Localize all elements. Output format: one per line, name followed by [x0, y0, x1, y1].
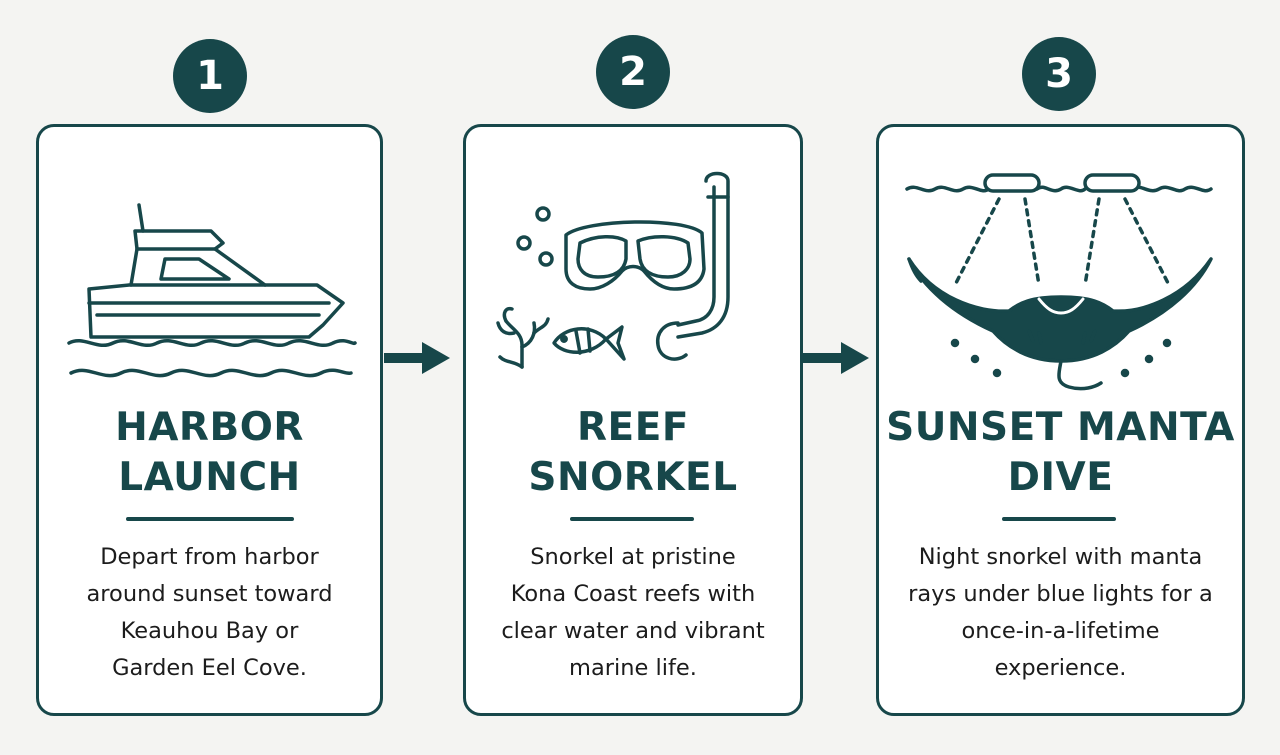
motor-boat-icon	[67, 203, 357, 378]
step-3-card: SUNSET MANTA DIVE Night snorkel with man…	[876, 124, 1245, 716]
step-2-desc-line-3: clear water and vibrant	[501, 618, 765, 644]
step-2-divider	[570, 517, 694, 521]
manta-ray-icon	[905, 173, 1213, 391]
step-1-desc-line-3: Keauhou Bay or	[120, 618, 299, 644]
step-1-title-line-1: HARBOR	[115, 405, 304, 450]
step-3-divider	[1002, 517, 1116, 521]
step-3-title-line-2: DIVE	[1007, 455, 1114, 500]
step-3-desc-line-1: Night snorkel with manta	[918, 544, 1203, 570]
step-3-title-line-1: SUNSET MANTA	[886, 405, 1235, 450]
step-2-desc-line-2: Kona Coast reefs with	[510, 581, 756, 607]
snorkel-mask-icon	[496, 171, 730, 369]
step-1-card: HARBOR LAUNCH Depart from harbor around …	[36, 124, 383, 716]
step-1-description: Depart from harbor around sunset toward …	[53, 539, 366, 687]
step-2-title-line-2: SNORKEL	[528, 455, 738, 500]
step-2-title: REEF SNORKEL	[466, 403, 800, 503]
step-1-title-line-2: LAUNCH	[118, 455, 301, 500]
step-2-desc-line-1: Snorkel at pristine	[530, 544, 736, 570]
step-3-desc-line-3: once-in-a-lifetime	[961, 618, 1160, 644]
step-1-title: HARBOR LAUNCH	[39, 403, 380, 503]
step-1-badge: 1	[173, 39, 247, 113]
step-3-desc-line-4: experience.	[994, 655, 1127, 681]
step-1-icon-area	[39, 147, 380, 397]
step-1-desc-line-4: Garden Eel Cove.	[112, 655, 307, 681]
step-2-badge: 2	[596, 35, 670, 109]
arrow-right-icon	[384, 342, 450, 374]
step-3-title: SUNSET MANTA DIVE	[879, 403, 1242, 503]
step-1-desc-line-1: Depart from harbor	[100, 544, 319, 570]
step-3-icon-area	[879, 147, 1242, 397]
step-3-desc-line-2: rays under blue lights for a	[908, 581, 1213, 607]
step-2-description: Snorkel at pristine Kona Coast reefs wit…	[480, 539, 786, 687]
step-2-card: REEF SNORKEL Snorkel at pristine Kona Co…	[463, 124, 803, 716]
step-1-desc-line-2: around sunset toward	[86, 581, 333, 607]
step-2-title-line-1: REEF	[577, 405, 689, 450]
step-1-divider	[126, 517, 294, 521]
arrow-right-icon	[803, 342, 869, 374]
step-3-description: Night snorkel with manta rays under blue…	[893, 539, 1228, 687]
step-2-icon-area	[466, 147, 800, 397]
step-2-desc-line-4: marine life.	[569, 655, 697, 681]
step-3-badge: 3	[1022, 37, 1096, 111]
